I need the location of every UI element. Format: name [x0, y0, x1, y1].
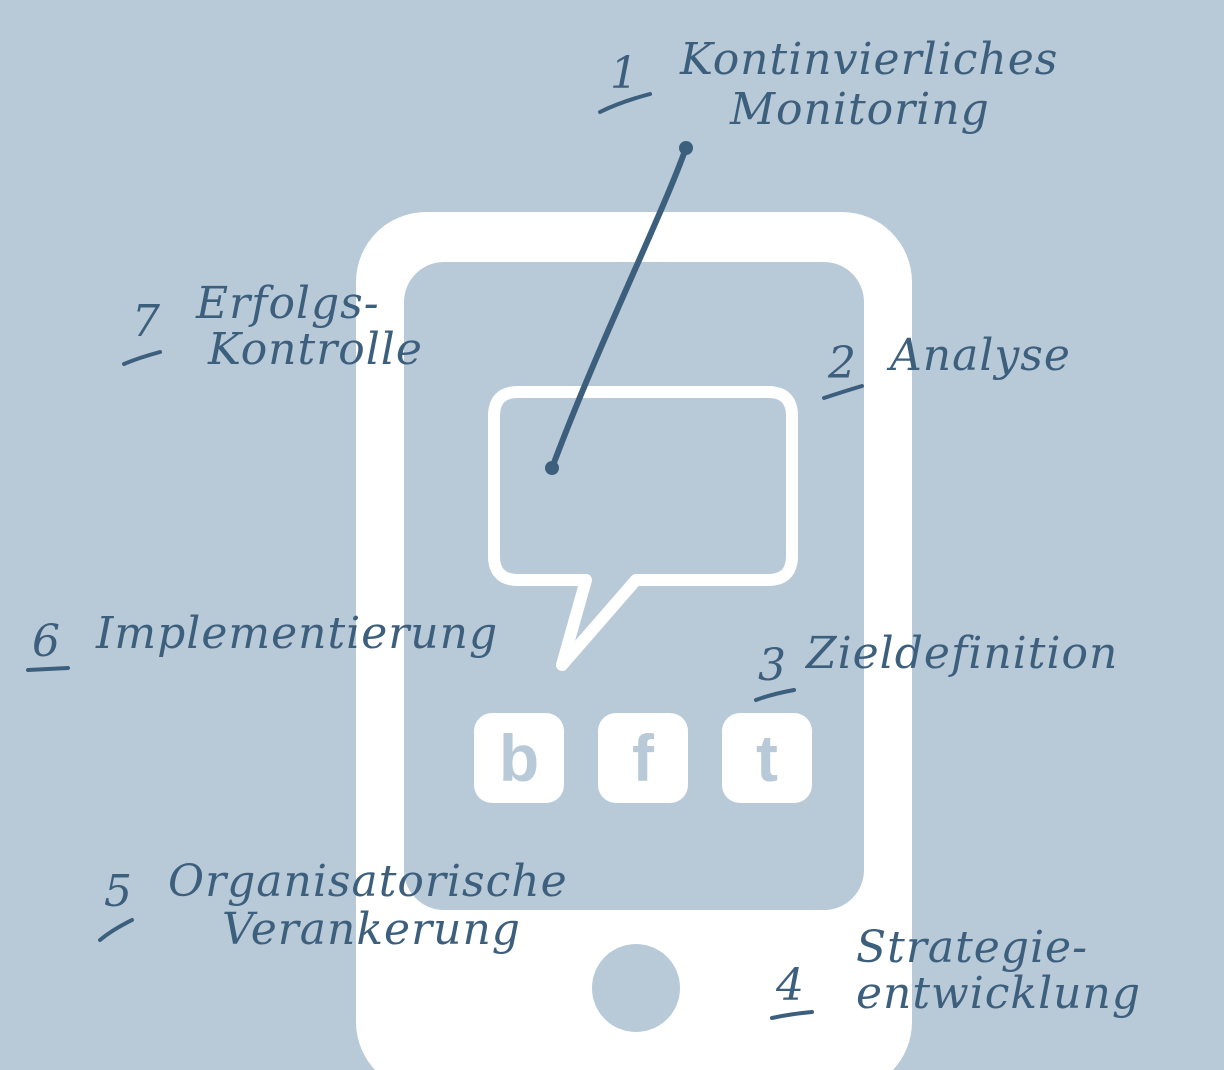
blog-icon-letter: b	[499, 721, 539, 795]
speech-bubble-icon	[488, 386, 798, 671]
step-3-number: 3	[758, 640, 786, 691]
pointer-line	[545, 141, 693, 475]
step-7-label-line2: Kontrolle	[207, 324, 423, 375]
home-button-icon	[592, 944, 680, 1032]
pointer-start-dot	[679, 141, 693, 155]
step-5: 5 Organisatorische Verankerung	[98, 856, 568, 955]
step-3-underline	[754, 688, 796, 702]
step-4-number: 4	[775, 960, 804, 1011]
step-5-label-line1: Organisatorische	[168, 856, 568, 907]
blog-icon: b	[474, 713, 564, 803]
twitter-icon: t	[722, 713, 812, 803]
step-7: 7 Erfolgs- Kontrolle	[122, 278, 423, 375]
step-1: 1 Kontinvierliches Monitoring	[598, 34, 1058, 135]
step-7-label-line1: Erfolgs-	[195, 278, 380, 329]
step-1-label-line1: Kontinvierliches	[679, 34, 1058, 85]
step-7-underline	[122, 350, 162, 366]
step-2-number: 2	[827, 338, 856, 389]
step-4-underline	[770, 1010, 814, 1020]
step-6-label: Implementierung	[95, 608, 498, 659]
step-4-label-line1: Strategie-	[856, 922, 1088, 973]
step-4: 4 Strategie- entwicklung	[770, 922, 1141, 1020]
step-1-number: 1	[610, 48, 638, 99]
facebook-icon: f	[598, 713, 688, 803]
pointer-end-dot	[545, 461, 559, 475]
step-1-underline	[598, 92, 652, 114]
step-1-label-line2: Monitoring	[729, 84, 990, 135]
step-6-underline	[26, 666, 70, 672]
facebook-icon-letter: f	[632, 721, 655, 795]
step-2-label: Analyse	[886, 330, 1071, 381]
step-3: 3 Zieldefinition	[754, 628, 1118, 702]
step-3-label: Zieldefinition	[804, 628, 1118, 679]
step-5-number: 5	[104, 866, 132, 917]
social-icons: b f t	[474, 713, 812, 803]
step-2: 2 Analyse	[822, 330, 1071, 400]
step-4-label-line2: entwicklung	[856, 968, 1141, 1019]
step-6-number: 6	[32, 616, 60, 667]
step-7-number: 7	[132, 296, 160, 347]
step-6: 6 Implementierung	[26, 608, 498, 672]
step-5-underline	[98, 918, 134, 942]
twitter-icon-letter: t	[756, 721, 778, 795]
step-5-label-line2: Verankerung	[222, 904, 521, 955]
step-2-underline	[822, 384, 864, 400]
